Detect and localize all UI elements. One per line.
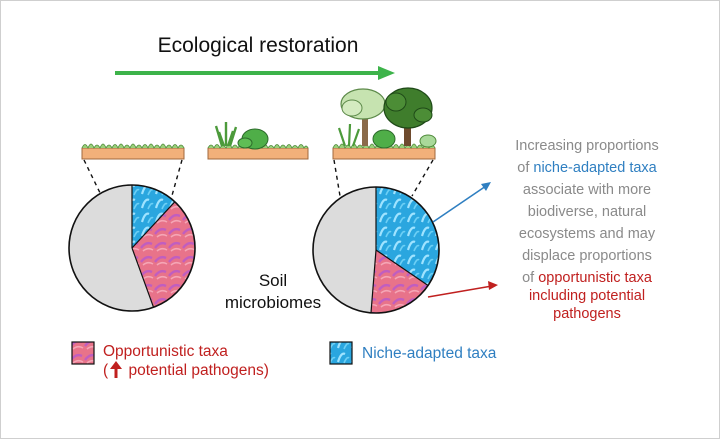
tree-icon xyxy=(340,88,386,146)
niche-highlight: niche-adapted taxa xyxy=(533,160,657,176)
legend-niche: Niche-adapted taxa xyxy=(362,345,497,362)
grass-icon xyxy=(214,122,238,147)
annotation-line1: Increasing proportions xyxy=(515,138,658,154)
pie-chart-restored xyxy=(312,186,440,314)
pie-chart-degraded xyxy=(68,184,196,312)
annotation-text: Increasing proportions of niche-adapted … xyxy=(515,138,658,322)
legend-swatch-niche xyxy=(329,341,353,365)
opportunistic-highlight: opportunistic taxa xyxy=(538,270,653,286)
legend-opportunistic-line2: ( potential pathogens) xyxy=(103,362,269,379)
restoration-arrow xyxy=(115,66,395,80)
annotation-line5: ecosystems and may xyxy=(519,226,656,242)
annotation-line3: associate with more xyxy=(523,182,651,198)
tree-icon xyxy=(383,87,433,146)
pointer-arrow-red xyxy=(427,281,498,298)
soil-strip-restored xyxy=(332,87,437,160)
soil-strip-degraded xyxy=(81,143,185,160)
legend-swatch-opportunistic xyxy=(71,341,95,365)
zoom-lines-right xyxy=(333,159,434,197)
legend: Opportunistic taxa ( potential pathogens… xyxy=(71,341,497,379)
annotation-line7: of opportunistic taxa xyxy=(522,270,653,286)
annotation-line8: including potential xyxy=(529,288,645,304)
zoom-lines-left xyxy=(83,159,183,200)
soil-strip-intermediate xyxy=(207,122,309,160)
pie-slice-niche xyxy=(132,185,175,248)
pie-slice-niche xyxy=(376,186,440,286)
annotation-line6: displace proportions xyxy=(522,248,652,264)
shrub-icon xyxy=(237,128,269,150)
soil-label-line1: Soil xyxy=(259,271,287,290)
diagram-title: Ecological restoration xyxy=(158,34,359,57)
pointer-arrow-blue xyxy=(432,182,491,223)
annotation-line2: of niche-adapted taxa xyxy=(517,160,657,176)
up-arrow-icon xyxy=(110,361,122,378)
soil-label-line2: microbiomes xyxy=(225,293,321,312)
annotation-line9: pathogens xyxy=(553,306,621,322)
annotation-line4: biodiverse, natural xyxy=(528,204,647,220)
legend-opportunistic-line1: Opportunistic taxa xyxy=(103,343,228,360)
pie-slice-opportunistic xyxy=(371,250,429,314)
pie-slice-opportunistic xyxy=(132,201,195,308)
